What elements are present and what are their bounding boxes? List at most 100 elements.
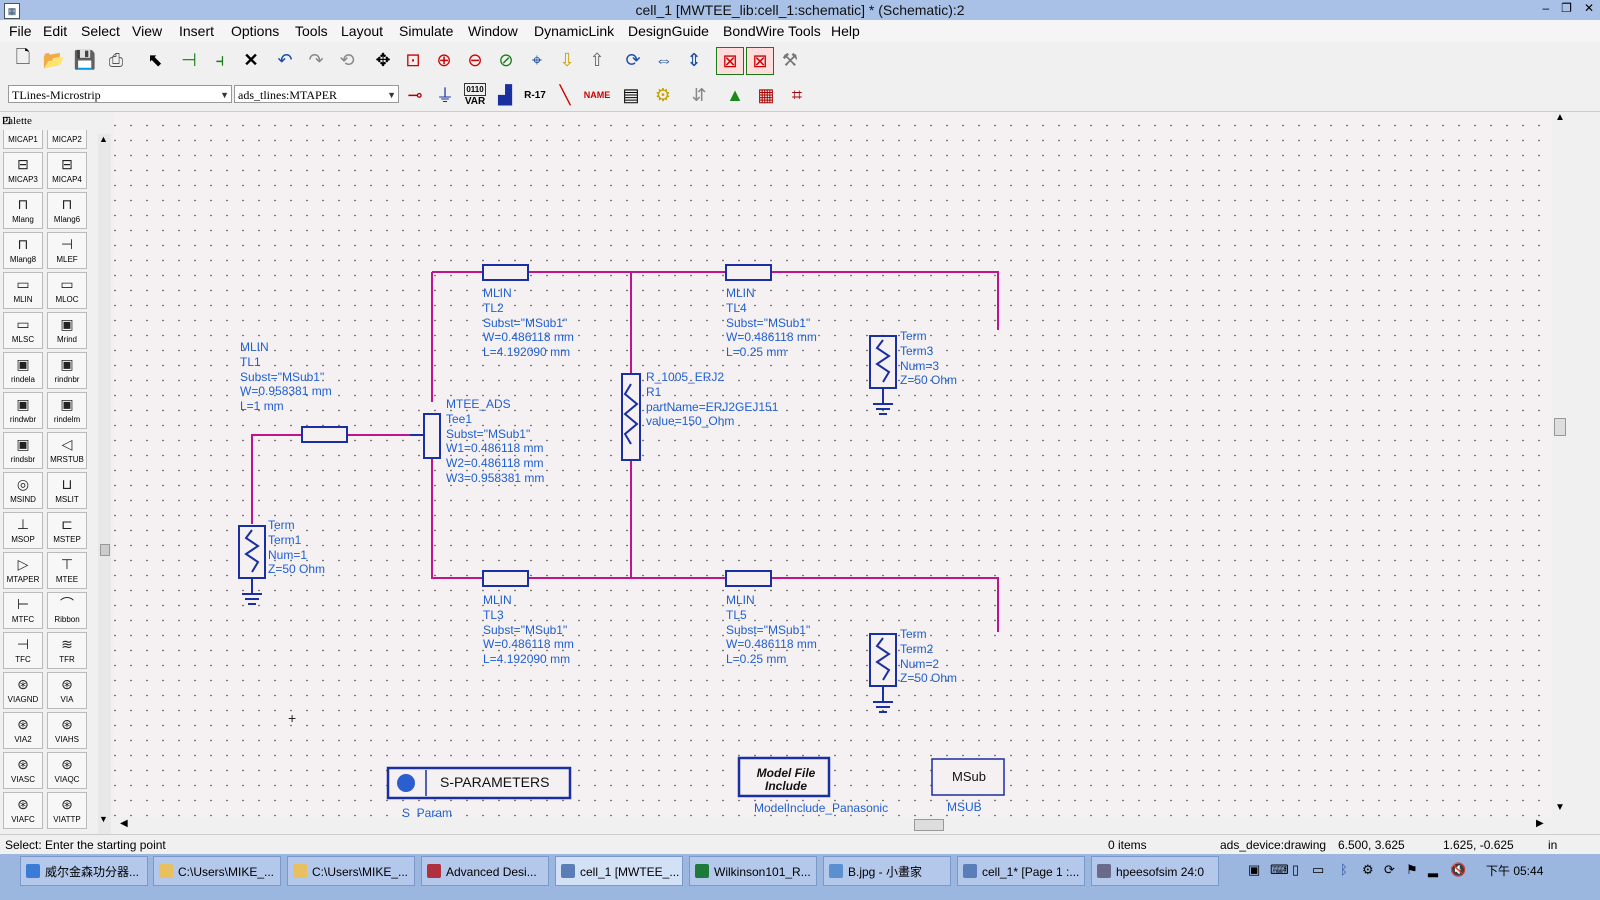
pin-icon[interactable]: ⊡ — [2, 115, 12, 127]
scroll-down-icon[interactable]: ▼ — [99, 814, 108, 824]
tray-sync-icon[interactable]: ⟳ — [1384, 862, 1395, 877]
menu-view[interactable]: View — [132, 23, 163, 39]
scroll-thumb[interactable] — [1554, 418, 1566, 436]
bluetooth-icon[interactable]: ᛒ — [1340, 862, 1348, 877]
palette-item-tfr[interactable]: ≋TFR — [47, 632, 87, 669]
palette-item-msind[interactable]: ◎MSIND — [3, 472, 43, 509]
sparam-box-label[interactable]: S-PARAMETERS — [440, 774, 550, 790]
port-icon[interactable]: ⊸ — [407, 84, 423, 105]
scroll-thumb[interactable] — [100, 544, 110, 556]
menu-bondwire-tools[interactable]: BondWire Tools — [723, 23, 821, 39]
zoom-fit-icon[interactable]: ⊘ — [498, 49, 514, 70]
volume-muted-icon[interactable]: 🔇 — [1450, 862, 1467, 877]
palette-item-viaqc[interactable]: ⊛VIAQC — [47, 752, 87, 789]
tuning-icon[interactable]: ⇵ — [691, 84, 707, 105]
palette-item-rindelm[interactable]: ▣rindelm — [47, 392, 87, 429]
palette-item-mstep[interactable]: ⊏MSTEP — [47, 512, 87, 549]
taskbar-item[interactable]: C:\Users\MIKE_... — [153, 856, 281, 886]
menu-dynamiclink[interactable]: DynamicLink — [534, 23, 615, 39]
plot-icon[interactable]: ⌗ — [791, 84, 803, 105]
taskbar-item[interactable]: hpeesofsim 24:0 — [1091, 856, 1219, 886]
palette-item-viagnd[interactable]: ⊛VIAGND — [3, 672, 43, 709]
repeat-icon[interactable]: ⟲ — [339, 49, 355, 70]
component-list-icon[interactable]: ▤ — [622, 84, 640, 105]
taskbar-item[interactable]: 威尔金森功分器... — [20, 856, 148, 886]
move-icon[interactable]: ✥ — [375, 49, 391, 70]
menu-insert[interactable]: Insert — [179, 23, 215, 39]
palette-item-micap4[interactable]: ⊟MICAP4 — [47, 152, 87, 189]
palette-item-mlang6[interactable]: ⊓Mlang6 — [47, 192, 87, 229]
scroll-down-icon[interactable]: ▼ — [1555, 802, 1565, 813]
tray-keyboard-icon[interactable]: ⌨ — [1270, 862, 1289, 877]
schematic-canvas[interactable]: + MLIN TL1 Subst="MSub1" W=0.958381 mm L… — [114, 112, 1552, 834]
menu-tools[interactable]: Tools — [295, 23, 328, 39]
app-icon[interactable]: ▦ — [4, 3, 20, 19]
palette-item-viasc[interactable]: ⊛VIASC — [3, 752, 43, 789]
palette-item-viafc[interactable]: ⊛VIAFC — [3, 792, 43, 829]
palette-item-via2[interactable]: ⊛VIA2 — [3, 712, 43, 749]
palette-item-rindnbr[interactable]: ▣rindnbr — [47, 352, 87, 389]
name-icon[interactable]: NAME — [584, 82, 611, 108]
signal-icon[interactable]: ▂ — [1428, 862, 1438, 877]
menu-help[interactable]: Help — [831, 23, 860, 39]
tray-monitor-icon[interactable]: ▭ — [1312, 862, 1325, 877]
ground-icon[interactable]: ⏚ — [436, 86, 454, 106]
palette-item-mlang[interactable]: ⊓Mlang — [3, 192, 43, 229]
palette-item-mlin[interactable]: ▭MLIN — [3, 272, 43, 309]
canvas-vertical-scrollbar[interactable]: ▲ ▼ — [1552, 112, 1568, 834]
palette-item-viattp[interactable]: ⊛VIATTP — [47, 792, 87, 829]
menu-file[interactable]: File — [9, 23, 32, 39]
menu-options[interactable]: Options — [231, 23, 280, 39]
tray-layout-icon[interactable]: ▯ — [1292, 862, 1300, 877]
menu-select[interactable]: Select — [81, 23, 120, 39]
scroll-up-icon[interactable]: ▲ — [99, 134, 108, 144]
palette-item-micap3[interactable]: ⊟MICAP3 — [3, 152, 43, 189]
insert-pin-icon[interactable]: ⊣ — [181, 49, 197, 70]
short-icon[interactable]: ⊠ — [746, 47, 774, 75]
rotate-icon[interactable]: ⟳ — [625, 49, 641, 70]
r17-icon[interactable]: R-17 — [522, 82, 548, 108]
insert-bus-icon[interactable]: ⫞ — [215, 49, 225, 70]
tray-settings-icon[interactable]: ⚙ — [1362, 862, 1374, 877]
palette-item-rindsbr[interactable]: ▣rindsbr — [3, 432, 43, 469]
minimize-button[interactable]: – — [1542, 1, 1550, 15]
taskbar-item-active[interactable]: cell_1 [MWTEE_... — [555, 856, 683, 886]
new-icon[interactable]: 🗋 — [15, 47, 31, 67]
palette-item-tfc[interactable]: ⊣TFC — [3, 632, 43, 669]
palette-item-msop[interactable]: ⊥MSOP — [3, 512, 43, 549]
clock[interactable]: 下午 05:44 — [1486, 864, 1544, 878]
palette-item-mlsc[interactable]: ▭MLSC — [3, 312, 43, 349]
scroll-right-icon[interactable]: ▶ — [1536, 818, 1544, 829]
palette-item-mlef[interactable]: ⊣MLEF — [47, 232, 87, 269]
palette-item-mtaper[interactable]: ▷MTAPER — [3, 552, 43, 589]
redo-icon[interactable]: ↷ — [308, 49, 324, 70]
palette-item-rindela[interactable]: ▣rindela — [3, 352, 43, 389]
pop-out-icon[interactable]: ⇧ — [589, 49, 605, 70]
zoom-in-icon[interactable]: ⊕ — [436, 49, 452, 70]
tune-icon[interactable]: ⚒ — [781, 49, 799, 70]
taskbar-item[interactable]: cell_1* [Page 1 :... — [957, 856, 1085, 886]
mirror-x-icon[interactable]: ⇔ — [655, 49, 673, 70]
taskbar-item[interactable]: B.jpg - 小畫家 — [823, 856, 951, 886]
deactivate-icon[interactable]: ⊠ — [716, 47, 744, 75]
mirror-y-icon[interactable]: ⇕ — [686, 49, 702, 70]
bar-chart-icon[interactable]: ▟ — [498, 84, 512, 105]
delete-icon[interactable]: ✕ — [243, 49, 259, 70]
taskbar-item[interactable]: C:\Users\MIKE_... — [287, 856, 415, 886]
scroll-left-icon[interactable]: ◀ — [120, 818, 128, 829]
palette-item-micap1[interactable]: ⊟MICAP1 — [3, 130, 43, 149]
scroll-up-icon[interactable]: ▲ — [1555, 112, 1565, 123]
push-into-icon[interactable]: ⇩ — [559, 49, 575, 70]
palette-item-mloc[interactable]: ▭MLOC — [47, 272, 87, 309]
canvas-horizontal-scrollbar[interactable]: ◀ ▶ — [114, 817, 1552, 833]
select-pointer-icon[interactable]: ⬉ — [147, 49, 163, 70]
component-select[interactable]: ads_tlines:MTAPER▼ — [234, 85, 399, 103]
palette-item-ribbon[interactable]: ⌒Ribbon — [47, 592, 87, 629]
menu-designguide[interactable]: DesignGuide — [628, 23, 709, 39]
palette-item-mrind[interactable]: ▣Mrind — [47, 312, 87, 349]
undo-icon[interactable]: ↶ — [277, 49, 293, 70]
palette-item-mtee[interactable]: ⊤MTEE — [47, 552, 87, 589]
data-display-icon[interactable]: ▦ — [757, 84, 775, 105]
print-icon[interactable]: ⎙ — [108, 49, 124, 70]
